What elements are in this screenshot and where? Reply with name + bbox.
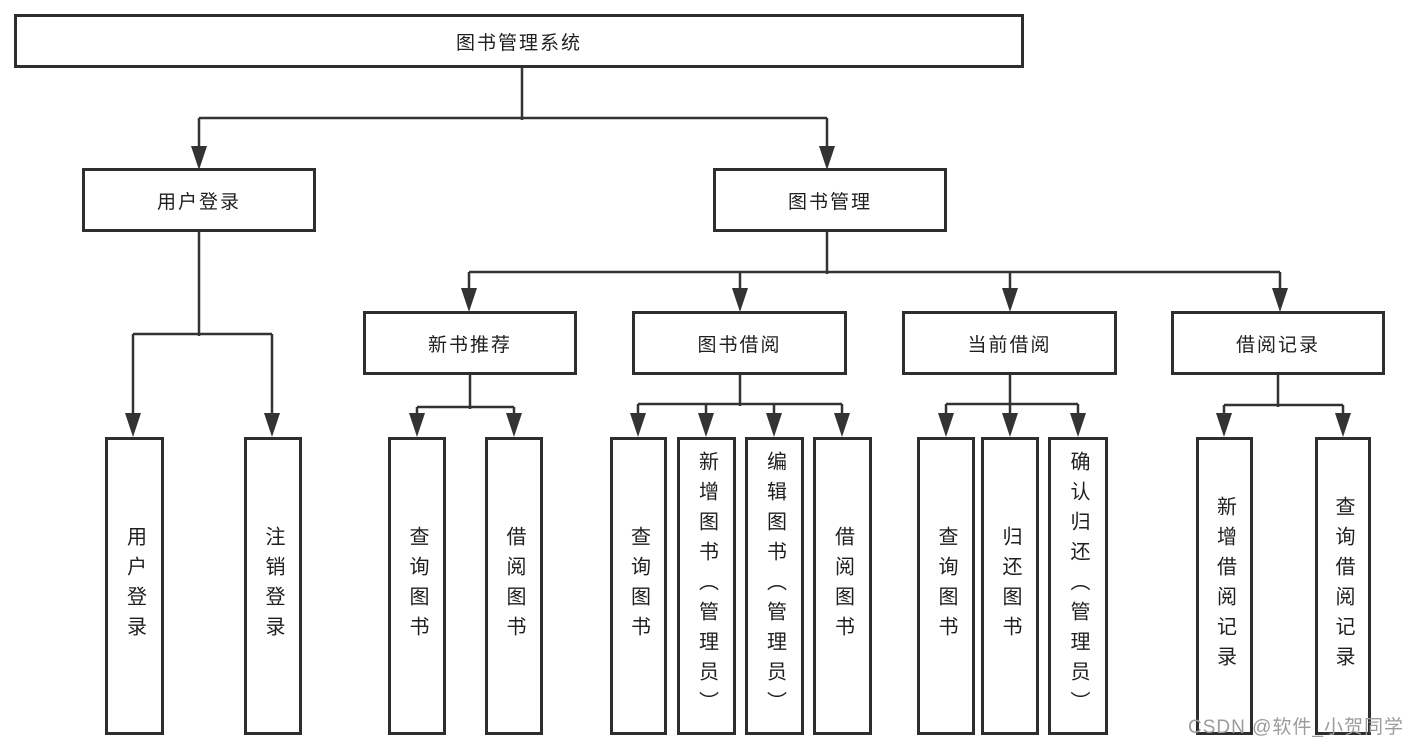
- leaf-query-borrow-record: 查询借阅记录: [1315, 437, 1371, 735]
- leaf-label: 借阅图书: [503, 526, 525, 646]
- leaf-label: 编辑图书（管理员）: [763, 451, 786, 721]
- node-root: 图书管理系统: [14, 14, 1024, 68]
- node-book-management: 图书管理: [713, 168, 947, 232]
- leaf-label: 新增借阅记录: [1213, 496, 1236, 676]
- arrowheads: [125, 146, 1351, 437]
- leaf-logout: 注销登录: [244, 437, 302, 735]
- leaf-add-borrow-record: 新增借阅记录: [1196, 437, 1253, 735]
- leaf-label: 查询图书: [627, 526, 650, 646]
- leaf-user-login: 用户登录: [105, 437, 164, 735]
- leaf-borrow-books-borrowing: 借阅图书: [813, 437, 872, 735]
- leaf-label: 新增图书（管理员）: [695, 451, 718, 721]
- leaf-label: 查询图书: [406, 526, 428, 646]
- node-book-borrowing: 图书借阅: [632, 311, 847, 375]
- leaf-query-books-recommend: 查询图书: [388, 437, 446, 735]
- csdn-watermark: CSDN @软件_小贺同学: [1188, 717, 1404, 738]
- leaf-query-books-current: 查询图书: [917, 437, 975, 735]
- leaf-edit-book-admin: 编辑图书（管理员）: [745, 437, 804, 735]
- leaf-label: 确认归还（管理员）: [1067, 451, 1089, 721]
- leaf-label: 查询借阅记录: [1332, 496, 1354, 676]
- leaf-add-book-admin: 新增图书（管理员）: [677, 437, 736, 735]
- node-user-login: 用户登录: [82, 168, 316, 232]
- leaf-label: 归还图书: [999, 526, 1021, 646]
- leaf-query-books-borrowing: 查询图书: [610, 437, 667, 735]
- node-current-borrowing: 当前借阅: [902, 311, 1117, 375]
- leaf-label: 用户登录: [123, 526, 146, 646]
- node-new-book-recommend: 新书推荐: [363, 311, 577, 375]
- leaf-label: 注销登录: [262, 526, 284, 646]
- leaf-confirm-return-admin: 确认归还（管理员）: [1048, 437, 1108, 735]
- leaf-return-books: 归还图书: [981, 437, 1039, 735]
- connector-lines: [131, 68, 1345, 417]
- leaf-borrow-books-recommend: 借阅图书: [485, 437, 543, 735]
- leaf-label: 借阅图书: [831, 526, 854, 646]
- leaf-label: 查询图书: [935, 526, 957, 646]
- node-borrowing-records: 借阅记录: [1171, 311, 1385, 375]
